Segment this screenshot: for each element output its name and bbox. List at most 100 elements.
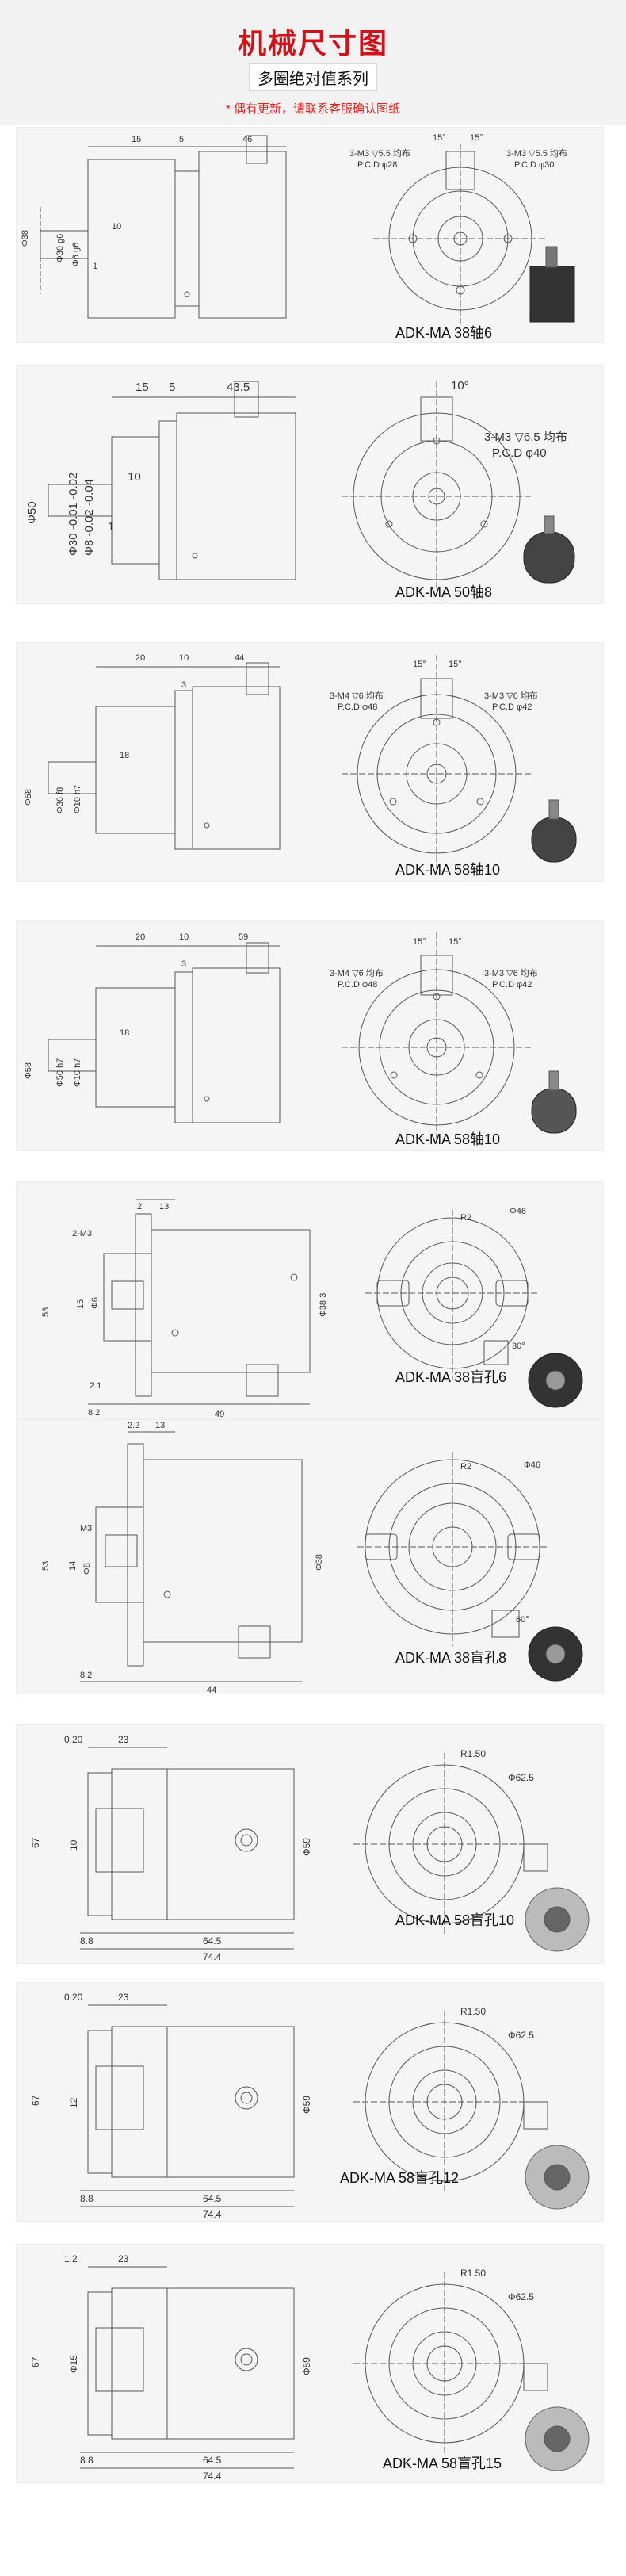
angle-1: 10° bbox=[451, 379, 469, 392]
angle-2: 15° bbox=[470, 133, 483, 143]
dim-phi1: Φ58 bbox=[24, 789, 33, 806]
hole-note: 3-M3 ▽5.5 均布 bbox=[349, 148, 410, 159]
dim-m: 2-M3 bbox=[72, 1229, 92, 1238]
dim-d2: 13 bbox=[155, 1421, 165, 1430]
page-title: 机械尺寸图 bbox=[237, 27, 388, 59]
dim-phi3: Φ15 bbox=[68, 2355, 79, 2373]
model-caption: ADK-MA 38盲孔8 bbox=[395, 1650, 507, 1666]
dim-phi3: 10 bbox=[68, 1839, 79, 1851]
dim-small: 1 bbox=[108, 520, 114, 534]
model-caption: ADK-MA 38轴6 bbox=[395, 325, 493, 341]
dim-d2: 13 bbox=[159, 1202, 169, 1211]
dim-d3: 46 bbox=[242, 135, 252, 144]
dim-d1: 0.20 bbox=[64, 1734, 83, 1745]
dim-r: R2 bbox=[460, 1213, 471, 1223]
model-caption: ADK-MA 58轴10 bbox=[395, 862, 501, 878]
dim-len: 53 bbox=[41, 1307, 51, 1317]
hole-note-2: 3-M3 ▽6 均布 bbox=[484, 968, 538, 978]
dim-len: 18 bbox=[120, 751, 129, 760]
dim-d3: 43.5 bbox=[227, 381, 250, 394]
shaft-encoder-drawing: 15 5 43.5 Φ50 Φ30 -0.01 -0.02 Φ8 -0.02 -… bbox=[25, 379, 575, 588]
drawing-panel-9: 1.2 23 64.5 74.4 Φ59 Φ15 67 8.8 R1.50 Φ6… bbox=[16, 2244, 604, 2483]
dim-d1: 20 bbox=[136, 653, 145, 663]
pcd-note-2: P.C.D φ42 bbox=[492, 980, 532, 989]
dim-small: 15 bbox=[76, 1299, 86, 1309]
dim-phi3: Φ10 h7 bbox=[73, 1058, 82, 1087]
dim-d4: 74.4 bbox=[203, 2209, 222, 2220]
model-caption: ADK-MA 58盲孔15 bbox=[383, 2455, 502, 2471]
angle-2: 15° bbox=[449, 660, 462, 669]
dim-d2: 23 bbox=[118, 1992, 129, 2003]
model-caption: ADK-MA 58盲孔12 bbox=[340, 2170, 460, 2186]
model-caption: ADK-MA 58盲孔10 bbox=[395, 1912, 515, 1928]
dim-d2: 23 bbox=[118, 2253, 129, 2264]
dim-d4: 74.4 bbox=[203, 2471, 222, 2482]
header-banner: 机械尺寸图 多圈绝对值系列 * 偶有更新，请联系客服确认图纸 bbox=[0, 0, 626, 125]
drawing-panel-5: 2 13 49 Φ38.3 Φ6 53 15 2-M3 8.2 2.1 R2 3… bbox=[16, 1181, 604, 1421]
dim-d3: 44 bbox=[235, 653, 244, 663]
angle-1: 15° bbox=[413, 660, 426, 669]
dim-phi1: Φ59 bbox=[301, 2096, 312, 2114]
dim-phi3: Φ6 bbox=[90, 1297, 100, 1309]
dim-phi1: Φ58 bbox=[24, 1062, 33, 1079]
dim-small: 14 bbox=[68, 1561, 78, 1571]
drawing-panel-2: 15 5 43.5 Φ50 Φ30 -0.01 -0.02 Φ8 -0.02 -… bbox=[16, 365, 604, 604]
dim-a: 8.8 bbox=[80, 2455, 94, 2466]
dim-a: 8.2 bbox=[80, 1671, 92, 1680]
dim-small: 3 bbox=[181, 680, 186, 690]
dim-len: 67 bbox=[30, 1837, 41, 1848]
dim-phi1: Φ38 bbox=[315, 1554, 324, 1571]
dim-r: R2 bbox=[460, 1462, 471, 1472]
dim-d1: 15 bbox=[136, 381, 149, 394]
dim-a: 8.8 bbox=[80, 2193, 94, 2204]
dim-d1: 1.2 bbox=[64, 2253, 78, 2264]
blind-hole-encoder-drawing: 2.2 13 44 Φ38 Φ8 53 14 M3 8.2 R2 60° Φ46 bbox=[41, 1421, 583, 1694]
drawing-panel-8: 0.20 23 64.5 74.4 Φ59 12 67 8.8 R1.50 Φ6… bbox=[16, 1982, 604, 2222]
dim-phi3: Φ6 g6 bbox=[71, 243, 81, 266]
dim-d2: 5 bbox=[169, 381, 175, 394]
model-caption: ADK-MA 38盲孔6 bbox=[395, 1369, 507, 1385]
pcd-note: P.C.D φ48 bbox=[338, 702, 377, 712]
dim-phi2: Φ50 h7 bbox=[55, 1058, 65, 1087]
dim-phi4: Φ46 bbox=[510, 1207, 526, 1216]
dim-phi4: Φ62.5 bbox=[508, 2030, 534, 2041]
series-subtitle: 多圈绝对值系列 bbox=[249, 63, 377, 91]
blind-hole-encoder-drawing: 0.20 23 64.5 74.4 Φ59 12 67 8.8 R1.50 Φ6… bbox=[30, 1992, 590, 2220]
shaft-encoder-drawing: 15 5 46 Φ38 Φ30 g6 Φ6 g6 10 1 3-M3 ▽5.5 … bbox=[21, 133, 575, 326]
dim-phi1: Φ38.3 bbox=[319, 1293, 328, 1317]
dim-phi1: Φ50 bbox=[25, 501, 39, 524]
dim-d2: 10 bbox=[179, 653, 189, 663]
dim-len: 10 bbox=[112, 222, 121, 232]
dim-d2: 5 bbox=[179, 135, 184, 144]
dim-d4: 74.4 bbox=[203, 1951, 222, 1962]
angle-1: 15° bbox=[413, 937, 426, 947]
dim-phi1: Φ59 bbox=[301, 2357, 312, 2375]
dim-d3: 64.5 bbox=[203, 1935, 222, 1946]
dim-phi3: 12 bbox=[68, 2097, 79, 2108]
model-caption: ADK-MA 58轴10 bbox=[395, 1131, 501, 1147]
dim-d1: 2.2 bbox=[128, 1421, 139, 1430]
dim-phi4: Φ62.5 bbox=[508, 1772, 534, 1783]
dim-len: 18 bbox=[120, 1028, 129, 1038]
dim-d2: 10 bbox=[179, 932, 189, 942]
dim-d1: 0.20 bbox=[64, 1992, 83, 2003]
dim-b: 2.1 bbox=[90, 1381, 101, 1391]
hole-note-2: 3-M3 ▽5.5 均布 bbox=[506, 148, 567, 159]
dim-phi2: Φ30 -0.01 -0.02 bbox=[67, 473, 80, 556]
dim-r: R1.50 bbox=[460, 2268, 486, 2279]
drawing-panel-7: 0.20 23 64.5 74.4 Φ59 10 67 8.8 R1.50 Φ6… bbox=[16, 1724, 604, 1964]
shaft-encoder-drawing: 20 10 59 Φ58 Φ50 h7 Φ10 h7 18 3 3-M4 ▽6 … bbox=[24, 932, 577, 1139]
dim-a: 8.2 bbox=[88, 1408, 100, 1418]
dim-small: 3 bbox=[181, 959, 186, 969]
update-note: * 偶有更新，请联系客服确认图纸 bbox=[225, 102, 400, 116]
hole-note: 3-M4 ▽6 均布 bbox=[330, 691, 384, 701]
angle-2: 15° bbox=[449, 937, 462, 947]
hole-note-2: 3-M3 ▽6 均布 bbox=[484, 691, 538, 701]
pcd-note: P.C.D φ40 bbox=[492, 446, 547, 460]
dim-phi2: Φ30 g6 bbox=[55, 234, 65, 262]
dim-len: 10 bbox=[128, 470, 141, 484]
dim-d3: 64.5 bbox=[203, 2455, 222, 2466]
dim-d3: 64.5 bbox=[203, 2193, 222, 2204]
dim-len: 53 bbox=[41, 1561, 51, 1571]
hole-note: 3-M4 ▽6 均布 bbox=[330, 968, 384, 978]
